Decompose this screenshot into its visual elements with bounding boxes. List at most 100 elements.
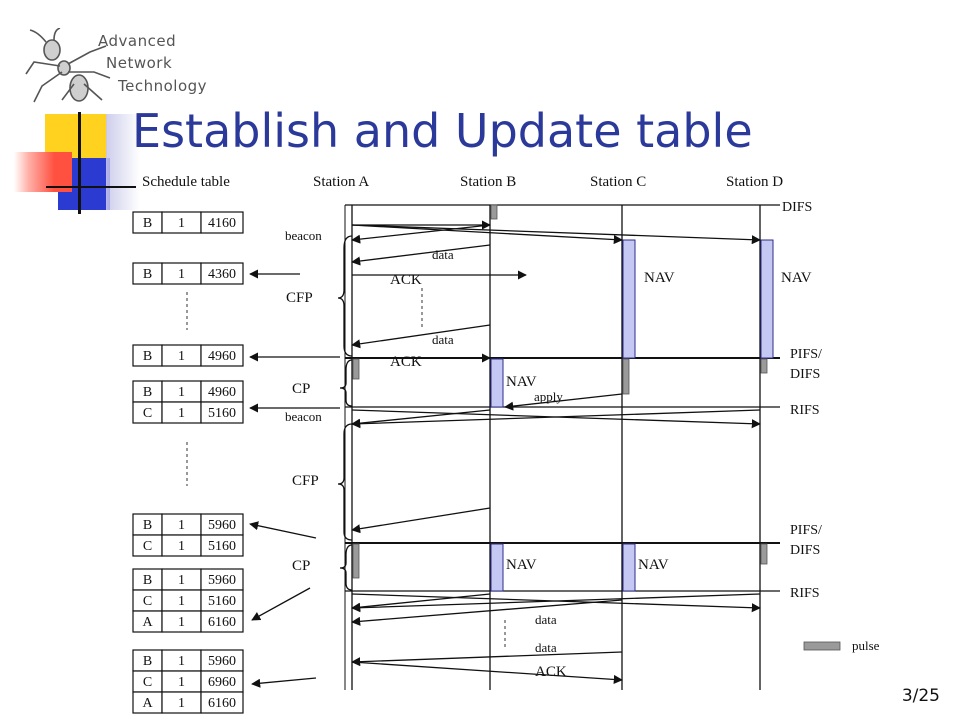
cp-label-1: CP [292,381,310,397]
schedule-cell: 4360 [208,267,236,282]
station-c-label: Station C [590,174,646,190]
schedule-cell: 1 [178,349,185,364]
pulse-5 [352,543,360,579]
schedule-cell: 1 [178,539,185,554]
schedule-cell-border [200,211,244,234]
ack-label-3: ACK [535,664,567,680]
deco-fade-right [106,114,140,210]
schedule-cell: 6160 [208,696,236,711]
logo-line-3: Technology [118,77,208,95]
schedule-cell: B [143,267,152,282]
schedule-cell: B [143,349,152,364]
schedule-cell: 5160 [208,406,236,421]
cfp-brace-2 [337,423,353,541]
schedule-cell: A [142,696,153,711]
schedule-cell: C [143,675,152,690]
schedule-cell: C [143,406,152,421]
pifs-label-2: PIFS/ [790,523,822,538]
schedule-cell: B [143,518,152,533]
schedule-cell: C [143,539,152,554]
cp-brace-2 [339,544,353,591]
schedule-cell: C [143,594,152,609]
cfp-label-2: CFP [292,473,319,489]
nav-label-b-2: NAV [506,557,537,573]
data-label-2: data [432,332,454,347]
schedule-cell: B [143,573,152,588]
schedule-cell: B [143,216,152,231]
schedule-cell: 1 [178,216,185,231]
logo-line-2: Network [106,54,173,72]
rifs-label-1: RIFS [790,403,820,418]
schedule-cell: 5960 [208,573,236,588]
apply-label: apply [534,389,563,404]
nav-box-b-2 [490,543,504,592]
cfp-label-1: CFP [286,290,313,306]
schedule-cell: 1 [178,385,185,400]
page-number: 3/25 [901,686,940,706]
nav-label-c-1: NAV [644,270,675,286]
difs-label-2: DIFS [790,543,820,558]
schedule-cell: 1 [178,573,185,588]
schedule-cell: 1 [178,594,185,609]
beacon-label-2: beacon [285,409,322,424]
schedule-cell: 4960 [208,385,236,400]
data-label-1: data [432,247,454,262]
legend-pulse-label: pulse [852,638,880,653]
schedule-cell: 1 [178,654,185,669]
schedule-cell: 4960 [208,349,236,364]
schedule-cell-border [200,262,244,285]
nav-box-c-2 [622,543,636,592]
nav-box-b-1 [490,358,504,408]
schedule-cell: B [143,654,152,669]
schedule-cell: A [142,615,153,630]
beacon-label-1: beacon [285,228,322,243]
schedule-cell: 6160 [208,615,236,630]
schedule-cell-border [200,401,244,424]
schedule-cell: 5160 [208,539,236,554]
nav-box-c-1 [622,239,636,359]
schedule-cell-border [200,691,244,714]
schedule-cell: 1 [178,696,185,711]
nav-label-c-2: NAV [638,557,669,573]
ack-label-2: ACK [390,354,422,370]
pulse-4 [760,358,768,374]
data-label-4: data [535,640,557,655]
logo-line-1: Advanced [98,32,177,50]
cp-label-2: CP [292,558,310,574]
page-title: Establish and Update table [132,104,753,158]
pifs-label-1: PIFS/ [790,347,822,362]
pulse-3 [622,358,630,395]
pulse-6 [760,543,768,565]
deco-red-square [14,152,72,192]
difs-label: DIFS [782,200,812,215]
station-b-label: Station B [460,174,516,190]
schedule-cell: 1 [178,615,185,630]
schedule-cell: 1 [178,406,185,421]
cfp-brace-1 [337,235,353,357]
deco-line-vertical [78,112,81,214]
nav-label-b-1: NAV [506,374,537,390]
rifs-label-2: RIFS [790,586,820,601]
pulse-2 [352,358,360,380]
schedule-cell-border [200,344,244,367]
schedule-cell-border [200,610,244,633]
cp-brace-1 [339,359,353,407]
schedule-table-header: Schedule table [142,174,230,190]
schedule-cell: 1 [178,267,185,282]
schedule-cell: 4160 [208,216,236,231]
schedule-cell: B [143,385,152,400]
schedule-cell-border [200,534,244,557]
schedule-cell: 5160 [208,594,236,609]
schedule-cell: 5960 [208,518,236,533]
station-d-label: Station D [726,174,783,190]
data-label-3: data [535,612,557,627]
schedule-cell: 1 [178,518,185,533]
deco-line-horizontal [46,186,136,188]
nav-label-d-1: NAV [781,270,812,286]
schedule-cell: 5960 [208,654,236,669]
nav-box-d-1 [760,239,774,359]
ant-icon [25,28,111,103]
